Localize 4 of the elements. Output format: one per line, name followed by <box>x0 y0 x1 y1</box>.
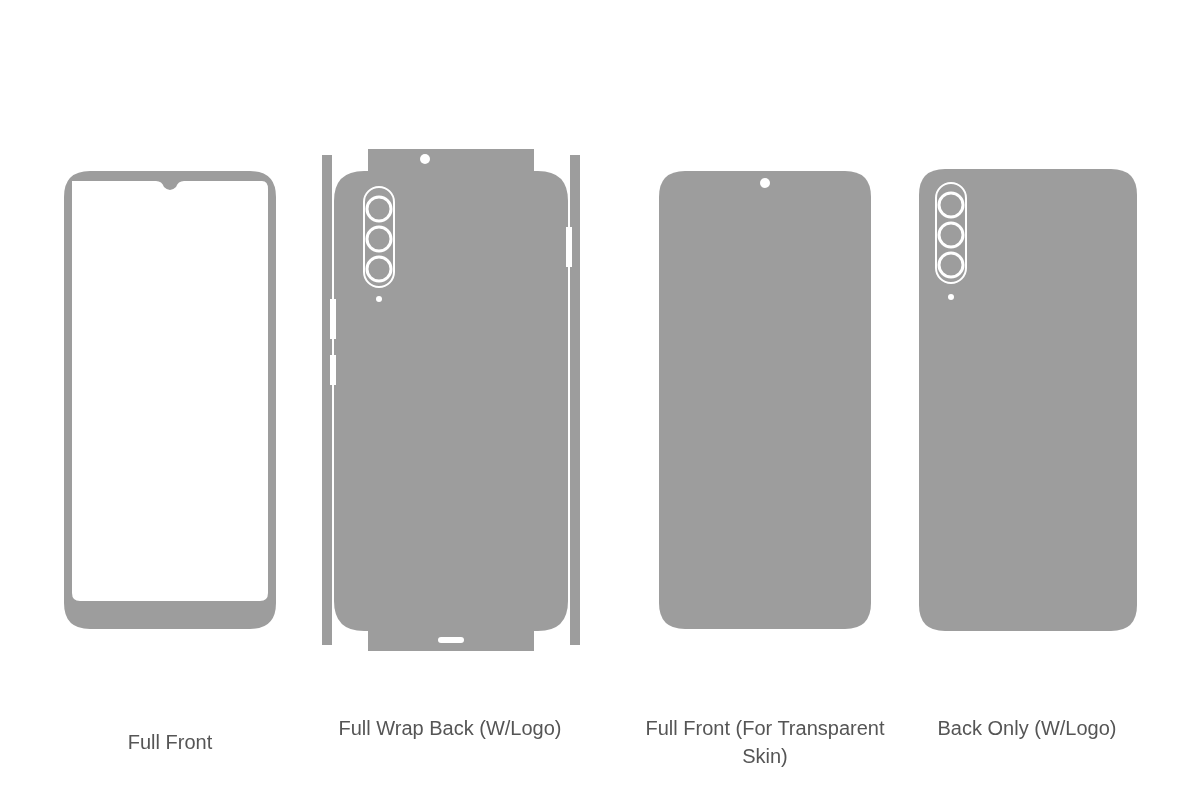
template-caption: Full Front (For Transparent Skin) <box>644 716 886 769</box>
template-caption: Full Wrap Back (W/Logo) <box>337 716 563 741</box>
template-caption: Full Front <box>126 730 214 755</box>
template-caption: Back Only (W/Logo) <box>936 716 1118 741</box>
